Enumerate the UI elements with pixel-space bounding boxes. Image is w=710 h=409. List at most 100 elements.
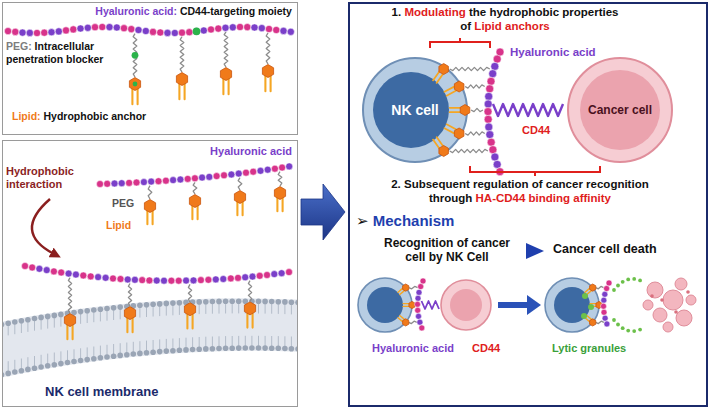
bilayer-tail xyxy=(199,337,200,347)
hyaluronic-acid-bead xyxy=(177,176,184,183)
bilayer-head xyxy=(164,348,170,354)
hyaluronic-acid-bead xyxy=(29,264,36,271)
step-heading: HA-CD44 binding affinity xyxy=(476,192,611,204)
hyaluronic-acid-bead xyxy=(256,272,263,279)
lipid-head xyxy=(590,319,596,326)
bilayer-head xyxy=(243,345,249,351)
bilayer-tail xyxy=(107,311,108,321)
peg-linker xyxy=(68,278,71,314)
hyaluronic-acid-bead xyxy=(135,26,142,33)
bilayer-head xyxy=(45,314,51,320)
section-heading: Mechanism xyxy=(373,212,455,229)
cell-nucleus xyxy=(373,72,449,148)
lipid-tail xyxy=(66,325,68,339)
bilayer-tail xyxy=(258,336,259,346)
bilayer-tail xyxy=(186,338,187,348)
bilayer-head xyxy=(150,302,156,308)
lipid-marker xyxy=(133,82,138,87)
hyaluronic-acid-bead xyxy=(191,175,198,182)
bilayer-head xyxy=(111,353,117,359)
text-group: Hydrophobic interaction xyxy=(6,165,90,191)
lipid-tail xyxy=(146,211,148,224)
bilayer-tail xyxy=(172,339,173,349)
lipid-head xyxy=(403,284,409,291)
bilayer-tail xyxy=(153,340,154,350)
lipid-tail xyxy=(178,84,180,99)
text-group: Cancer cell death xyxy=(553,242,657,257)
bilayer-tail xyxy=(166,339,167,349)
hyaluronic-acid-bead xyxy=(200,27,207,34)
bilayer-head xyxy=(196,299,202,305)
hyaluronic-acid-bead xyxy=(258,25,265,32)
bilayer-head xyxy=(144,302,150,308)
hyaluronic-acid-bead xyxy=(251,24,258,31)
cell-debris xyxy=(686,290,690,294)
bilayer-head xyxy=(295,346,297,352)
bilayer-head xyxy=(137,351,143,357)
peg-linker xyxy=(409,286,418,288)
hyaluronic-acid-bead xyxy=(213,173,220,180)
hyaluronic-acid-bead xyxy=(155,178,162,185)
cancer-cell-small xyxy=(441,280,491,330)
bilayer-head xyxy=(223,299,229,305)
peg-linker xyxy=(224,32,228,67)
hyaluronic-acid-bead xyxy=(278,270,285,277)
text-group: NK cell membrane xyxy=(45,384,158,400)
hyaluronic-acid-bead xyxy=(62,27,69,34)
bilayer-head xyxy=(295,300,297,306)
process-arrow xyxy=(498,302,528,308)
component-label: Hydrophobic anchor xyxy=(44,110,147,122)
hyaluronic-acid-bead xyxy=(415,307,421,313)
lytic-granule xyxy=(621,280,625,284)
bilayer-head xyxy=(38,315,44,321)
peg-linker xyxy=(188,284,191,302)
lytic-granule xyxy=(581,313,587,319)
lipid-head xyxy=(176,73,187,86)
hyaluronic-acid-bead xyxy=(484,100,492,108)
bilayer-head xyxy=(12,369,18,375)
lipid-head xyxy=(409,301,415,308)
bilayer-head xyxy=(269,299,275,305)
lipid-head xyxy=(403,319,409,326)
bilayer-head xyxy=(91,356,97,362)
hyaluronic-acid-bead xyxy=(250,168,257,175)
bilayer-tail xyxy=(74,349,75,359)
hyaluronic-acid-bead xyxy=(244,24,251,31)
bilayer-tail xyxy=(113,310,114,320)
bilayer-tail xyxy=(265,304,266,314)
insertion-arrow xyxy=(32,199,54,254)
hyaluronic-acid-bead xyxy=(193,28,200,35)
lipid-head xyxy=(439,146,449,157)
hyaluronic-acid-bead xyxy=(131,276,138,283)
peg-linker xyxy=(128,284,131,307)
hyaluronic-acid-bead xyxy=(486,85,494,93)
bilayer-head xyxy=(164,301,170,307)
lipid-head xyxy=(262,65,273,78)
bilayer-head xyxy=(98,306,104,312)
hyaluronic-acid-bead xyxy=(212,276,219,283)
bilayer-tail xyxy=(14,360,15,370)
text-group: CD44 xyxy=(472,342,500,355)
bracket xyxy=(470,166,600,176)
bilayer-head xyxy=(131,351,137,357)
bilayer-tail xyxy=(271,336,272,346)
bilayer-tail xyxy=(21,359,22,369)
hyaluronic-acid-bead xyxy=(417,319,423,325)
hyaluronic-acid-bead xyxy=(484,115,492,123)
peg-linker xyxy=(450,67,490,70)
lytic-granule xyxy=(616,284,620,288)
hyaluronic-acid-bead xyxy=(489,70,497,78)
bilayer-tail xyxy=(232,303,233,313)
lipid-tail xyxy=(131,89,133,104)
hyaluronic-acid-bead xyxy=(99,23,106,30)
bilayer-tail xyxy=(27,322,28,332)
peg-linker xyxy=(465,85,485,88)
lipid-tail xyxy=(242,202,244,215)
lipid-bilayer xyxy=(3,298,297,379)
bilayer-head xyxy=(104,306,110,312)
bilayer-head xyxy=(32,365,38,371)
bilayer-tail xyxy=(100,346,101,356)
bilayer-head xyxy=(276,299,282,305)
lytic-granule xyxy=(612,318,616,322)
